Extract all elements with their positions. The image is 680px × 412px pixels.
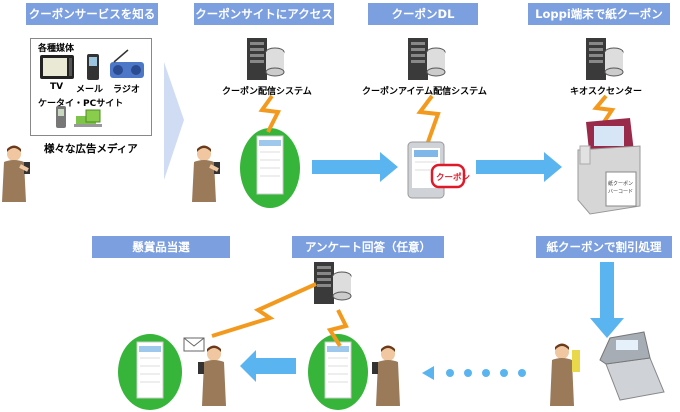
arrow-6-to-7	[240, 350, 296, 382]
item-system-label: クーポンアイテム配信システム	[362, 87, 487, 97]
kiosk-center-label: キオスクセンター	[570, 87, 643, 97]
person-1	[2, 145, 30, 202]
loppi-kiosk	[577, 118, 641, 215]
step-4-box: Loppi端末で紙クーポン	[528, 3, 670, 25]
media-caption: 様々な広告メディア	[44, 143, 138, 155]
pc-icon	[74, 109, 102, 127]
step-5-box: 紙クーポンで割引処理	[536, 236, 672, 258]
phone-circle-7	[118, 334, 182, 410]
dotted-connector	[422, 366, 526, 380]
server-1	[247, 38, 285, 80]
media-tv-label: TV	[50, 82, 64, 92]
phone-circle-6	[308, 334, 368, 410]
radio-icon	[110, 49, 144, 78]
server-4	[314, 262, 352, 304]
server-2	[408, 38, 446, 80]
lightning-1	[258, 94, 282, 133]
step-6-box: アンケート回答（任意）	[292, 236, 444, 258]
coupon-phone	[407, 141, 466, 199]
lightning-3	[592, 94, 616, 124]
lightning-4	[211, 282, 317, 338]
coupon-system-label: クーポン配信システム	[222, 87, 312, 97]
mobile-icon	[56, 106, 66, 128]
lightning-2	[416, 94, 441, 143]
step-2-box: クーポンサイトにアクセス	[194, 3, 334, 25]
arrow-4-to-5	[590, 262, 624, 338]
step-3-box: クーポンDL	[368, 3, 478, 25]
media-mobile-pc-label: ケータイ・PCサイト	[38, 99, 124, 109]
step-7-box: 懸賞品当選	[92, 236, 230, 258]
paper-coupon-line2: バーコード	[608, 189, 633, 195]
person-7	[198, 345, 226, 406]
media-radio-label: ラジオ	[113, 85, 140, 95]
person-6	[372, 345, 400, 406]
media-title: 各種媒体	[38, 44, 75, 54]
server-3	[586, 38, 624, 80]
coupon-badge: クーポン	[436, 172, 471, 183]
section-chevron	[164, 62, 184, 180]
envelope-icon	[183, 337, 205, 352]
step-1-box: クーポンサービスを知る	[26, 3, 158, 25]
lightning-5	[326, 309, 349, 348]
person-5	[550, 343, 580, 406]
arrow-2-to-3	[312, 152, 398, 182]
tv-icon	[40, 55, 74, 79]
arrow-3-to-4	[476, 152, 562, 182]
paper-coupon-line1: 紙クーポン	[608, 180, 633, 187]
phone-circle-2	[240, 128, 300, 208]
media-mail-label: メール	[76, 85, 104, 95]
mail-phone-icon	[87, 54, 99, 80]
pos-register	[599, 331, 665, 401]
person-2	[192, 145, 220, 202]
